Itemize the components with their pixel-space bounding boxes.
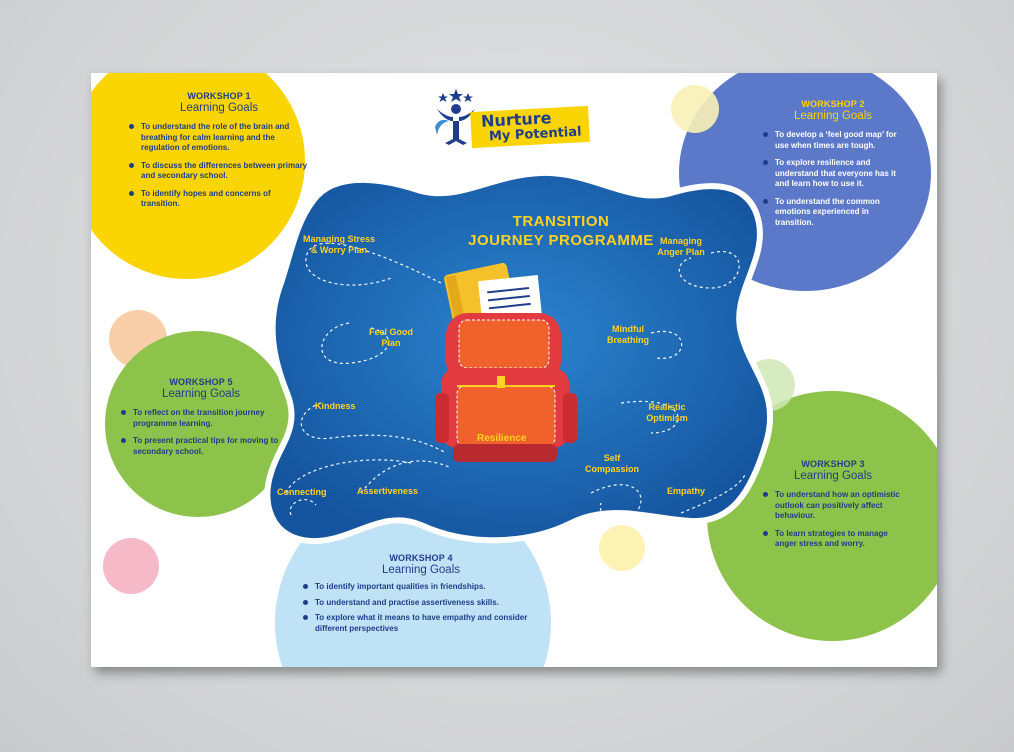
workshop-1-subtitle: Learning Goals <box>180 102 258 114</box>
workshop-5-goals: To reflect on the transition journey pro… <box>121 408 281 457</box>
workshop-4-subtitle: Learning Goals <box>382 564 460 576</box>
small-pink-circle <box>103 538 159 594</box>
workshop-4: WORKSHOP 4 Learning Goals To identify im… <box>303 553 539 639</box>
workshop-5-goal: To present practical tips for moving to … <box>121 436 281 457</box>
workshop-3: WORKSHOP 3 Learning Goals To understand … <box>763 459 903 557</box>
workshop-1-goals: To understand the role of the brain and … <box>129 122 309 210</box>
workshop-4-goal: To identify important qualities in frien… <box>303 582 539 593</box>
workshop-4-title: WORKSHOP 4 <box>389 553 453 563</box>
topic-feel-good: Feel Good Plan <box>368 327 413 348</box>
topic-empathy: Empathy <box>667 486 706 496</box>
workshop-5-goal: To reflect on the transition journey pro… <box>121 408 281 429</box>
workshop-1-goal: To identify hopes and concerns of transi… <box>129 189 309 210</box>
workshop-5-title: WORKSHOP 5 <box>169 377 233 387</box>
poster: Nurture My Potential TRANSITION JOURNEY <box>91 73 937 667</box>
backpack-center-label: Resilience <box>477 433 527 444</box>
workshop-1-goal: To discuss the differences between prima… <box>129 161 309 182</box>
workshop-2: WORKSHOP 2 Learning Goals To develop a ‘… <box>763 99 903 235</box>
workshop-1-goal: To understand the role of the brain and … <box>129 122 309 154</box>
small-pale-yellow-circle <box>671 85 719 133</box>
programme-title-line2: JOURNEY PROGRAMME <box>468 232 654 249</box>
workshop-3-goal: To understand how an optimistic outlook … <box>763 490 903 522</box>
topic-mindful-breathing: Mindful Breathing <box>606 324 649 345</box>
workshop1-yellow-circle <box>91 73 305 279</box>
workshop-3-goal: To learn strategies to manage anger stre… <box>763 529 903 550</box>
workshop-5: WORKSHOP 5 Learning Goals To reflect on … <box>121 377 281 464</box>
workshop-2-subtitle: Learning Goals <box>794 110 872 122</box>
workshop-3-goals: To understand how an optimistic outlook … <box>763 490 903 550</box>
workshop-1-title: WORKSHOP 1 <box>187 91 251 101</box>
topic-connecting: Connecting <box>277 487 327 497</box>
logo-figure-icon <box>435 89 475 145</box>
topic-kindness: Kindness <box>315 401 356 411</box>
workshop-3-title: WORKSHOP 3 <box>801 459 865 469</box>
workshop-2-goal: To develop a ‘feel good map’ for use whe… <box>763 130 903 151</box>
workshop-2-goal: To understand the common emotions experi… <box>763 197 903 229</box>
workshop-4-goals: To identify important qualities in frien… <box>303 582 539 634</box>
workshop-1: WORKSHOP 1 Learning Goals To understand … <box>129 91 309 217</box>
workshop-3-subtitle: Learning Goals <box>794 470 872 482</box>
workshop-4-goal: To explore what it means to have empathy… <box>303 613 539 634</box>
programme-title-line1: TRANSITION <box>512 213 610 230</box>
workshop-2-goals: To develop a ‘feel good map’ for use whe… <box>763 130 903 228</box>
backpack-icon <box>435 262 577 462</box>
topic-assertiveness: Assertiveness <box>357 486 419 496</box>
small-pale-yellow-circle-2 <box>599 525 645 571</box>
logo: Nurture My Potential <box>431 87 591 157</box>
topic-managing-stress: Managing Stress & Worry Plan <box>302 234 376 255</box>
workshop-2-goal: To explore resilience and understand tha… <box>763 158 903 190</box>
topic-managing-anger: Managing Anger Plan <box>657 236 705 257</box>
topic-self-compassion: Self Compassion <box>584 453 639 474</box>
workshop5-green-circle <box>105 331 291 517</box>
workshop-4-goal: To understand and practise assertiveness… <box>303 598 539 609</box>
topic-realistic-optimism: Realistic Optimism <box>646 402 688 423</box>
workshop-5-subtitle: Learning Goals <box>162 388 240 400</box>
workshop-2-title: WORKSHOP 2 <box>801 99 865 109</box>
